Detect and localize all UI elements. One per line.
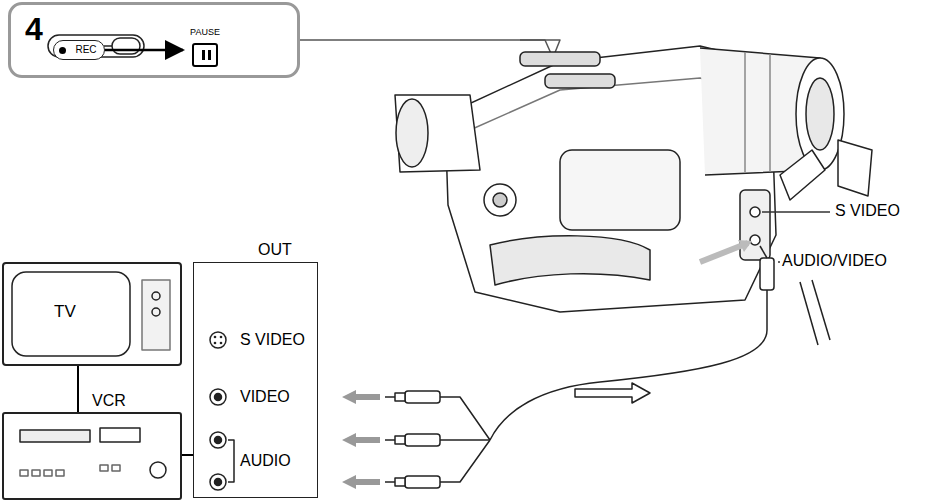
top-button — [520, 52, 600, 66]
pause-bar — [208, 50, 211, 60]
eyepiece — [396, 99, 428, 167]
av-plug-tip — [760, 246, 767, 258]
audio-jack — [210, 474, 226, 490]
rec-button: REC — [53, 40, 105, 60]
node-label: VCR — [92, 392, 126, 410]
top-button — [545, 74, 615, 88]
s-video-jack — [210, 332, 226, 348]
output-panel: OUTS VIDEOVIDEOAUDIO — [193, 262, 318, 498]
s-video-jack — [750, 207, 760, 217]
node-label: REC — [75, 44, 96, 56]
node-label: TV — [54, 302, 76, 322]
strap — [812, 280, 830, 340]
audio-bracket — [228, 440, 234, 482]
jack-name: S VIDEO — [835, 202, 900, 220]
lens-hood — [838, 140, 872, 196]
side-panel — [560, 150, 680, 230]
tv-screen — [12, 272, 130, 356]
audio-jack-center — [215, 479, 222, 486]
pause-key — [192, 43, 218, 67]
vcr-buttons — [20, 465, 120, 476]
pause-bar — [202, 50, 205, 60]
jack-name: VIDEO — [240, 388, 290, 406]
audio-jack-center — [215, 437, 222, 444]
rca-plugs — [385, 391, 490, 488]
av-jack — [750, 235, 760, 245]
node-label: OUT — [258, 241, 292, 259]
s-video-pins — [214, 336, 223, 345]
arrow-connector — [105, 49, 183, 52]
insert-arrow — [700, 243, 748, 262]
viewfinder — [395, 95, 480, 172]
av-plug — [760, 258, 774, 290]
rec-switch-knob — [112, 38, 140, 54]
vcr-slot — [20, 430, 90, 442]
tv-knob — [152, 292, 160, 300]
dial-center — [493, 193, 507, 207]
connector-line — [182, 454, 193, 456]
vcr-dial — [150, 462, 166, 478]
tv-box: TV — [2, 262, 182, 366]
leader-line — [778, 261, 780, 263]
leader-line — [762, 211, 830, 213]
rec-switch-line — [104, 45, 112, 47]
video-jack-center — [215, 394, 222, 401]
tv-knob — [152, 308, 160, 316]
lens-ring — [769, 54, 771, 172]
insert-arrows — [342, 390, 380, 489]
av-cable — [490, 290, 767, 440]
grip-strap — [490, 236, 650, 285]
jack-name: AUDIO/VIDEO — [782, 252, 887, 270]
rec-dot — [59, 47, 66, 54]
audio-jack — [210, 432, 226, 448]
vcr-box: VCR — [2, 412, 182, 500]
step-box: 4REC PAUSE — [8, 2, 300, 78]
jack-cover — [780, 150, 825, 200]
tv-controls — [142, 280, 170, 350]
lens-glass — [806, 78, 834, 150]
vcr-display — [100, 428, 140, 442]
node-label: PAUSE — [185, 27, 225, 37]
jack-name: S VIDEO — [240, 331, 305, 349]
step-number: 4 — [25, 11, 43, 48]
signal-arrow — [575, 383, 650, 403]
pause-button: PAUSE — [185, 27, 225, 73]
connector-line — [77, 366, 79, 412]
lens-front — [796, 58, 844, 170]
video-jack — [210, 389, 226, 405]
lens-ring — [744, 52, 746, 172]
jack-name: AUDIO — [240, 452, 291, 470]
dial — [484, 184, 516, 216]
insert-arrowhead — [738, 240, 752, 252]
